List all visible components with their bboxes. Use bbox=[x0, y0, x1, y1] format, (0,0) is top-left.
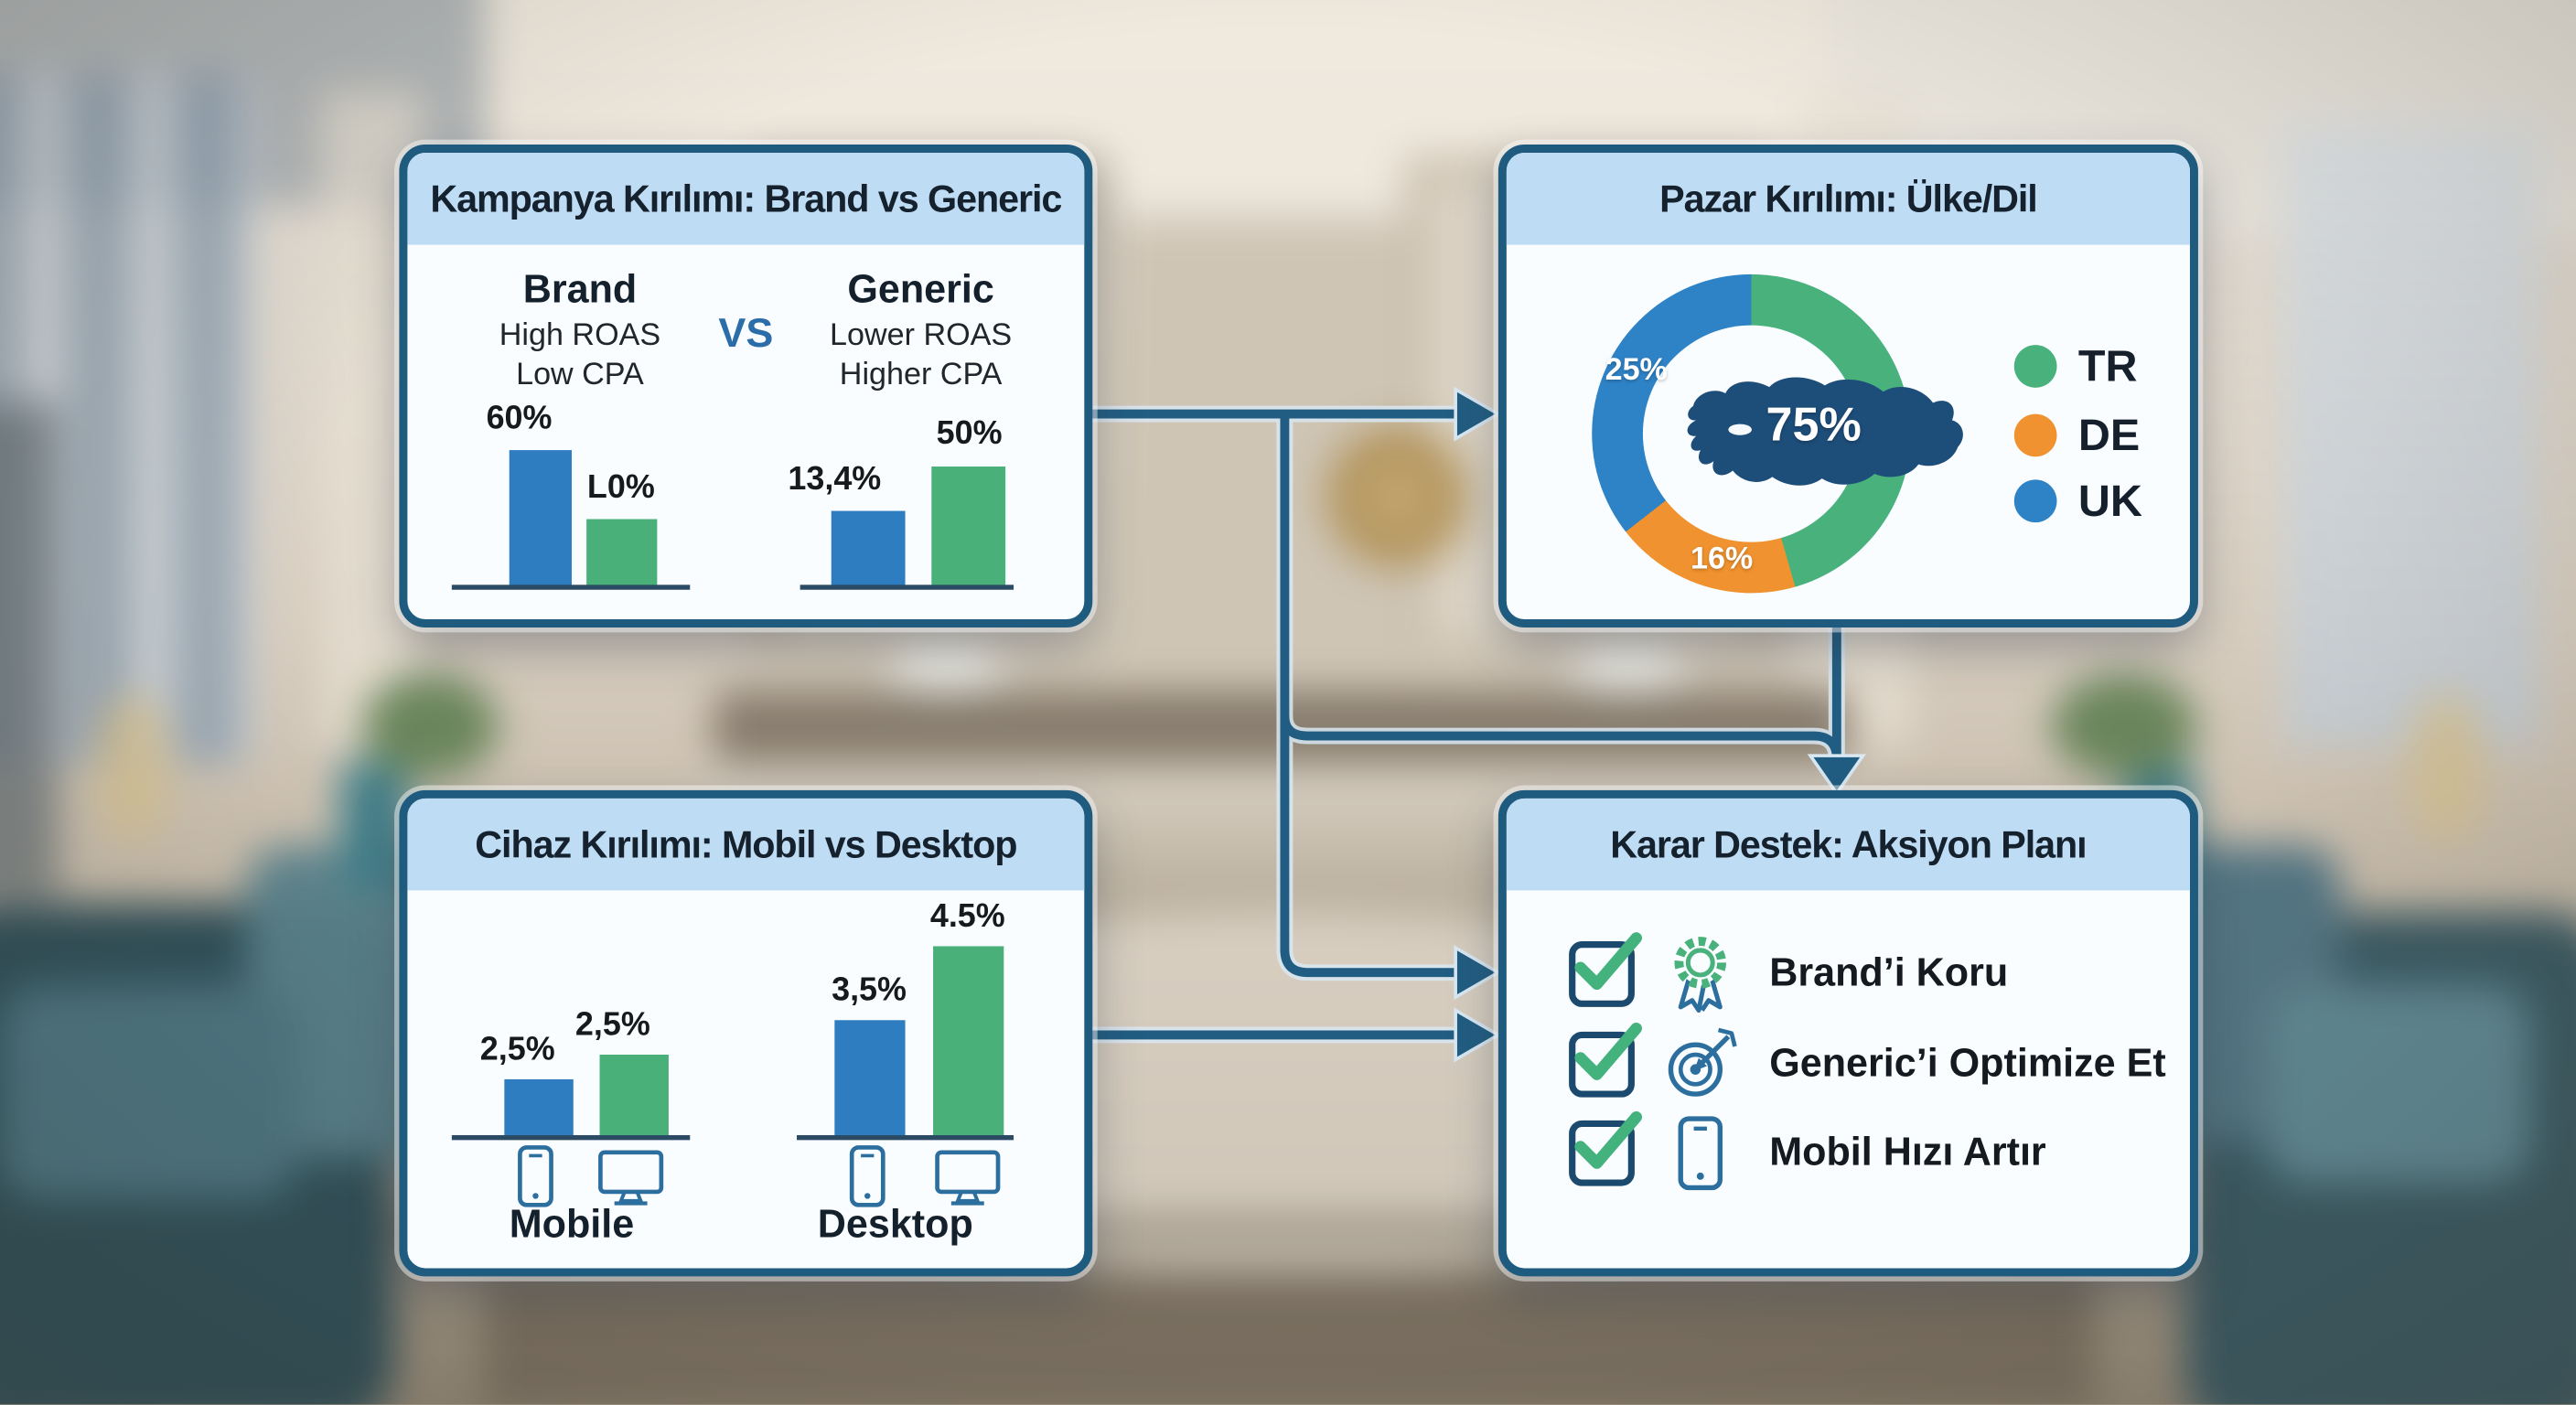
connector-lines bbox=[1076, 409, 1841, 1040]
brand-roas-note: High ROAS bbox=[499, 318, 661, 354]
brand-bar-chart: 60% L0% bbox=[452, 153, 690, 588]
action-item-label: Generic’i Optimize Et bbox=[1769, 1041, 2166, 1087]
bg-vase bbox=[339, 760, 410, 893]
bg-artwork bbox=[2283, 123, 2538, 748]
generic-heading: Generic bbox=[847, 267, 994, 313]
generic-bar-chart: 13,4% 50% bbox=[788, 153, 1014, 588]
arrowhead-down-icon bbox=[1807, 754, 1867, 797]
panel-campaign-breakdown: Kampanya Kırılımı: Brand vs Generic Bran… bbox=[399, 145, 1093, 628]
bg-lamp bbox=[2410, 694, 2483, 840]
tr-share-label: 75% bbox=[1766, 399, 1862, 452]
mobile-blue-bar bbox=[504, 1078, 574, 1135]
generic-roas-note: Lower ROAS bbox=[830, 318, 1013, 354]
generic-green-bar bbox=[931, 467, 1006, 588]
panel-device-breakdown: Cihaz Kırılımı: Mobil vs Desktop 2,5% 2,… bbox=[399, 789, 1093, 1277]
uk-legend-label: UK bbox=[2077, 475, 2142, 525]
checkbox-checked-icon bbox=[1569, 1110, 1643, 1186]
target-arrow-icon bbox=[1661, 1024, 1740, 1106]
action-item-protect-brand: Brand’i Koru bbox=[1569, 932, 2009, 1014]
smartphone-icon bbox=[518, 1145, 553, 1207]
panel-campaign-title: Kampanya Kırılımı: Brand vs Generic bbox=[407, 153, 1085, 245]
checkbox-checked-icon bbox=[1569, 932, 1643, 1007]
generic-cpa-note: Higher CPA bbox=[839, 358, 1003, 393]
bar-value-label: 2,5% bbox=[479, 1031, 555, 1068]
action-item-label: Brand’i Koru bbox=[1769, 950, 2009, 996]
bar-value-label: L0% bbox=[586, 469, 655, 507]
tr-legend-dot-icon bbox=[2013, 345, 2057, 388]
desktop-monitor-icon bbox=[598, 1150, 664, 1206]
desktop-blue-bar bbox=[834, 1020, 906, 1135]
legend-item-de: DE bbox=[2013, 410, 2141, 459]
generic-chart-baseline bbox=[800, 585, 1014, 590]
de-legend-dot-icon bbox=[2013, 413, 2057, 457]
panel-market-title: Pazar Kırılımı: Ülke/Dil bbox=[1506, 153, 2190, 245]
de-legend-label: DE bbox=[2077, 410, 2141, 459]
de-share-label: 16% bbox=[1690, 542, 1754, 577]
brand-green-bar bbox=[586, 519, 658, 588]
turkey-map-icon bbox=[1687, 377, 1963, 486]
panel-action-title: Karar Destek: Aksiyon Planı bbox=[1506, 798, 2190, 891]
mobile-group-label: Mobile bbox=[509, 1202, 635, 1248]
smartphone-icon bbox=[849, 1145, 886, 1207]
bar-value-label: 50% bbox=[936, 415, 1003, 452]
brand-chart-baseline bbox=[451, 585, 691, 590]
mobile-chart-baseline bbox=[451, 1134, 691, 1141]
vs-label: VS bbox=[718, 310, 774, 357]
uk-legend-dot-icon bbox=[2013, 479, 2057, 523]
arrowhead-right-icon bbox=[1454, 386, 1502, 442]
arrow-branch-to-action-top bbox=[1280, 715, 1841, 759]
legend-item-tr: TR bbox=[2013, 340, 2138, 391]
bg-flowers bbox=[1569, 649, 1688, 692]
desktop-bar-chart: 3,5% 4.5% bbox=[797, 799, 1014, 1135]
desktop-monitor-icon bbox=[935, 1150, 1001, 1206]
panel-device-title: Cihaz Kırılımı: Mobil vs Desktop bbox=[407, 798, 1085, 891]
bg-plant bbox=[362, 673, 499, 779]
action-item-label: Mobil Hızı Artır bbox=[1769, 1130, 2046, 1175]
action-item-optimize-generic: Generic’i Optimize Et bbox=[1569, 1022, 2166, 1102]
award-ribbon-icon bbox=[1661, 933, 1740, 1015]
bar-value-label: 60% bbox=[486, 401, 553, 437]
bar-value-label: 4.5% bbox=[929, 898, 1005, 935]
arrowhead-right-icon bbox=[1454, 1007, 1502, 1063]
mobile-green-bar bbox=[599, 1054, 669, 1135]
arrowhead-right-icon bbox=[1454, 945, 1502, 1001]
generic-blue-bar bbox=[831, 510, 906, 588]
panel-action-plan: Karar Destek: Aksiyon Planı Brand’i Koru bbox=[1497, 789, 2198, 1277]
bg-doorway bbox=[0, 402, 58, 896]
bg-rug bbox=[484, 1270, 2095, 1405]
bg-flowers bbox=[886, 649, 1006, 692]
brand-cpa-note: Low CPA bbox=[516, 358, 644, 393]
legend-item-uk: UK bbox=[2013, 475, 2142, 525]
mobile-bar-chart: 2,5% 2,5% bbox=[452, 799, 690, 1135]
uk-share-label: 25% bbox=[1605, 353, 1668, 388]
desktop-group-label: Desktop bbox=[817, 1202, 973, 1248]
panel-market-breakdown: Pazar Kırılımı: Ülke/Dil 25% 16% 75% TR … bbox=[1497, 145, 2198, 628]
bg-cushion bbox=[2267, 985, 2530, 1184]
checkbox-checked-icon bbox=[1569, 1022, 1643, 1098]
brand-blue-bar bbox=[509, 450, 572, 588]
bg-lamp bbox=[96, 694, 169, 840]
bar-value-label: 3,5% bbox=[832, 972, 907, 1009]
tr-legend-label: TR bbox=[2077, 340, 2138, 391]
desktop-chart-baseline bbox=[797, 1134, 1014, 1141]
action-item-mobile-speed: Mobil Hızı Artır bbox=[1569, 1110, 2046, 1191]
bar-value-label: 13,4% bbox=[788, 461, 882, 499]
bar-value-label: 2,5% bbox=[574, 1006, 650, 1044]
connector-arrowheads bbox=[1454, 386, 1867, 1063]
bg-cushion bbox=[0, 985, 296, 1200]
smartphone-icon bbox=[1661, 1112, 1740, 1195]
bg-plant bbox=[2052, 673, 2197, 779]
bg-hotel-emblem bbox=[1319, 418, 1476, 575]
arrow-branch-to-action-row1 bbox=[1280, 413, 1456, 978]
desktop-green-bar bbox=[933, 946, 1004, 1135]
brand-heading: Brand bbox=[522, 267, 638, 313]
